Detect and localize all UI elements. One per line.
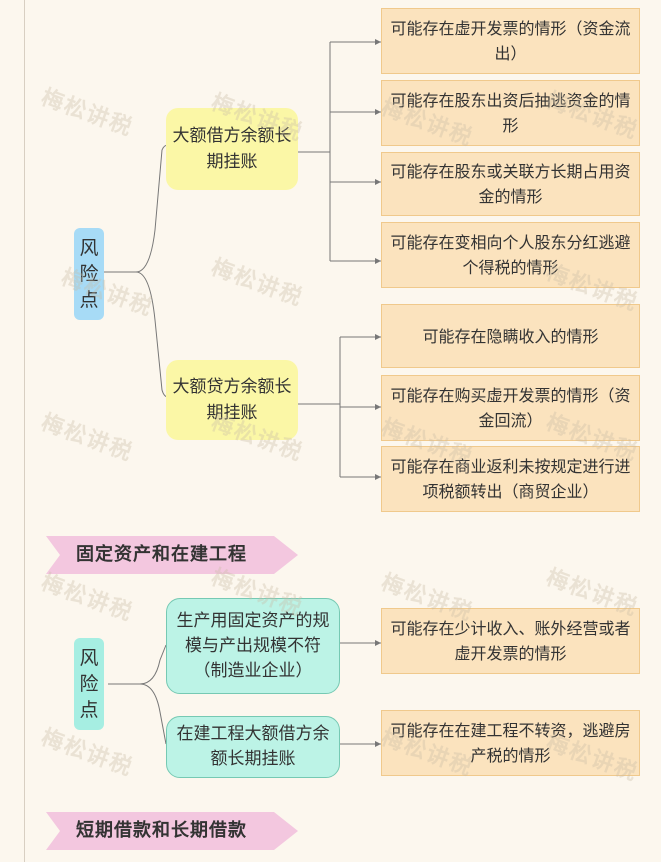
leaf-text: 可能存在变相向个人股东分红逃避个得税的情形 bbox=[390, 233, 631, 277]
section-header-fixed-assets: 固定资产和在建工程 bbox=[46, 536, 298, 574]
header-arrow-shape bbox=[46, 536, 298, 574]
risk-point-label-1: 风险点 bbox=[79, 237, 99, 311]
section-header-label: 短期借款和长期借款 bbox=[76, 820, 247, 841]
branch-label: 大额借方余额长期挂账 bbox=[172, 126, 292, 172]
leaf-node: 可能存在少计收入、账外经营或者虚开发票的情形 bbox=[381, 608, 640, 674]
leaf-text: 可能存在股东或关联方长期占用资金的情形 bbox=[390, 162, 631, 206]
branch-fixed-asset-scale-mismatch: 生产用固定资产的规模与产出规模不符（制造业企业） bbox=[166, 598, 340, 694]
leaf-text: 可能存在商业返利未按规定进行进项税额转出（商贸企业） bbox=[390, 457, 631, 501]
branch-large-credit-balance: 大额贷方余额长期挂账 bbox=[166, 360, 298, 440]
leaf-text: 可能存在购买虚开发票的情形（资金回流） bbox=[390, 386, 631, 430]
leaf-text: 可能存在股东出资后抽逃资金的情形 bbox=[390, 91, 631, 135]
leaf-text: 可能存在隐瞒收入的情形 bbox=[422, 326, 599, 346]
header-arrow-shape bbox=[46, 812, 298, 850]
leaf-node: 可能存在股东或关联方长期占用资金的情形 bbox=[381, 152, 640, 216]
branch-large-debit-balance: 大额借方余额长期挂账 bbox=[166, 108, 298, 190]
leaf-node: 可能存在隐瞒收入的情形 bbox=[381, 304, 640, 368]
branch-label: 在建工程大额借方余额长期挂账 bbox=[176, 724, 330, 769]
risk-point-node-2: 风险点 bbox=[74, 638, 104, 730]
section-header-loans: 短期借款和长期借款 bbox=[46, 812, 298, 850]
left-rail bbox=[24, 0, 25, 862]
leaf-node: 可能存在购买虚开发票的情形（资金回流） bbox=[381, 375, 640, 441]
branch-construction-debit-balance: 在建工程大额借方余额长期挂账 bbox=[166, 716, 340, 778]
leaf-node: 可能存在商业返利未按规定进行进项税额转出（商贸企业） bbox=[381, 446, 640, 512]
branch-label: 生产用固定资产的规模与产出规模不符（制造业企业） bbox=[176, 610, 330, 681]
leaf-node: 可能存在虚开发票的情形（资金流出） bbox=[381, 8, 640, 74]
leaf-text: 可能存在在建工程不转资，逃避房产税的情形 bbox=[390, 721, 631, 765]
leaf-node: 可能存在变相向个人股东分红逃避个得税的情形 bbox=[381, 222, 640, 288]
section-header-label: 固定资产和在建工程 bbox=[76, 544, 247, 565]
risk-point-label-2: 风险点 bbox=[79, 647, 99, 721]
branch-label: 大额贷方余额长期挂账 bbox=[172, 377, 292, 423]
leaf-node: 可能存在股东出资后抽逃资金的情形 bbox=[381, 80, 640, 146]
risk-point-node-1: 风险点 bbox=[74, 228, 104, 320]
leaf-text: 可能存在虚开发票的情形（资金流出） bbox=[390, 19, 631, 63]
leaf-text: 可能存在少计收入、账外经营或者虚开发票的情形 bbox=[390, 619, 631, 663]
leaf-node: 可能存在在建工程不转资，逃避房产税的情形 bbox=[381, 710, 640, 776]
